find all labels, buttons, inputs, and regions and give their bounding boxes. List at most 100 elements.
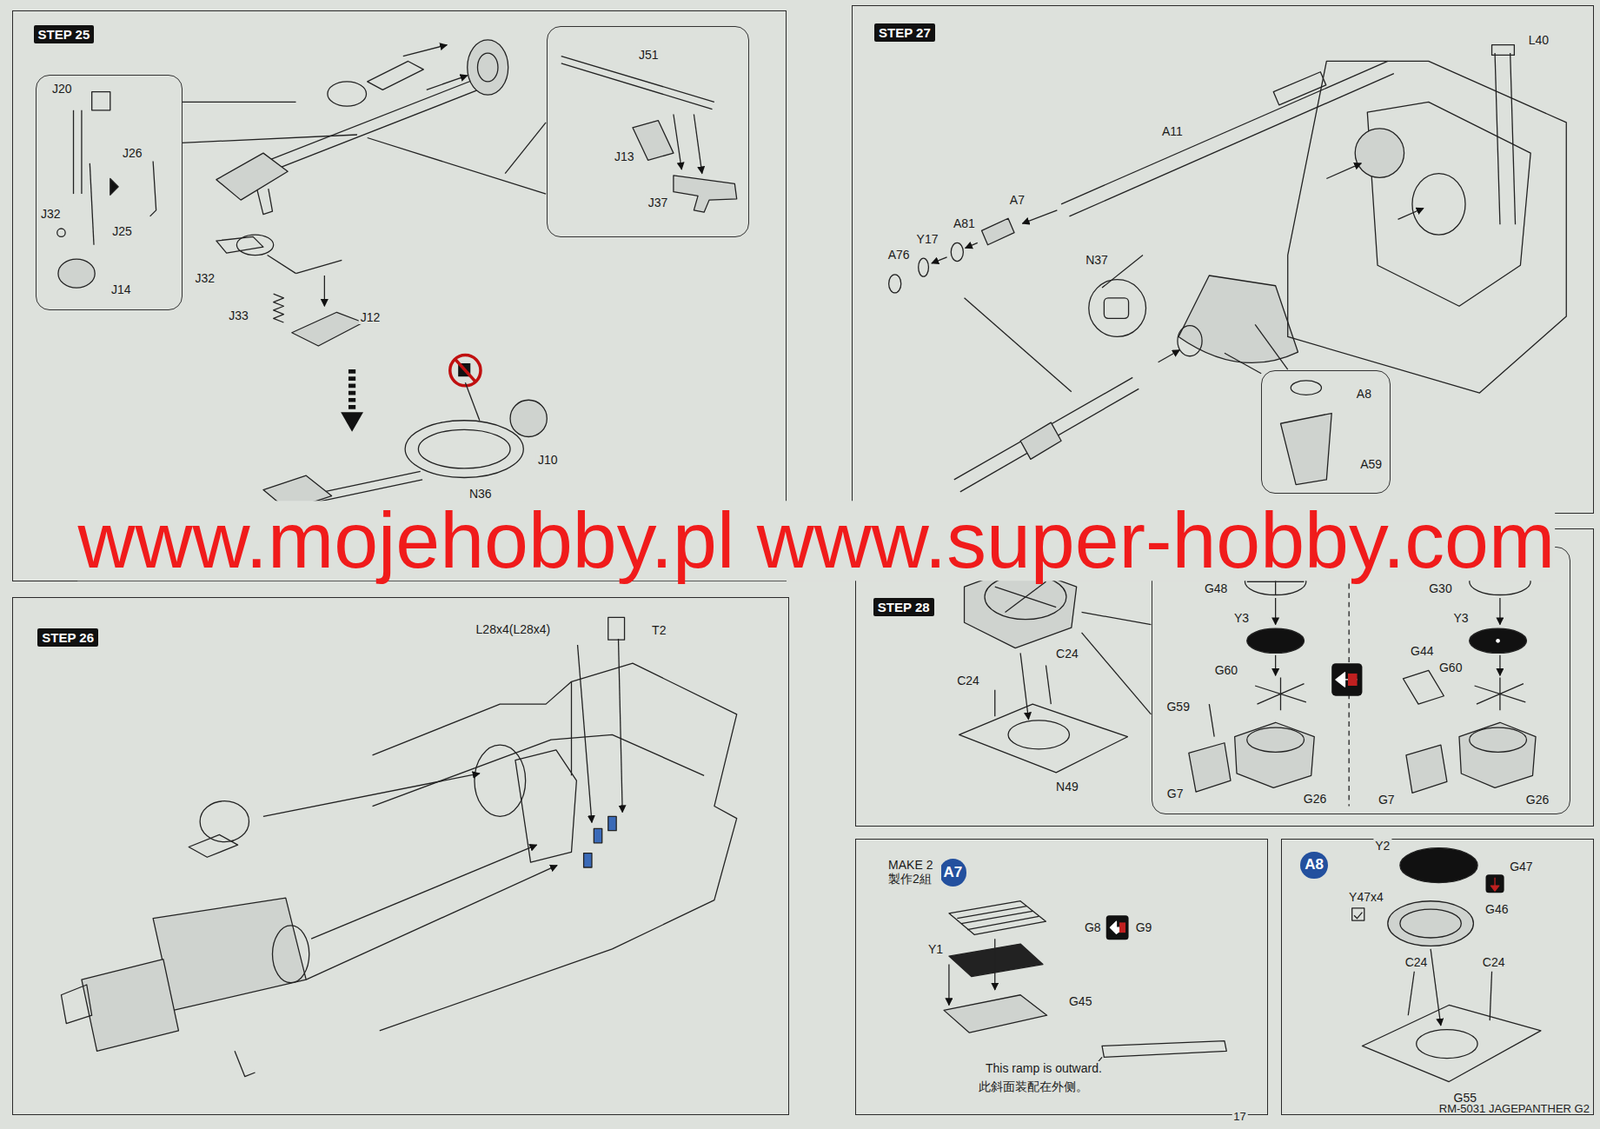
part-number: Y3 bbox=[1232, 610, 1251, 625]
fan-housing-drawing bbox=[1474, 677, 1527, 711]
assembly-arrow bbox=[340, 411, 364, 432]
sight-parts-drawing bbox=[80, 110, 82, 194]
machine-gun-drawing bbox=[181, 101, 297, 103]
part-number: A7 bbox=[1008, 192, 1027, 207]
periscope-parts-drawing bbox=[1290, 380, 1322, 395]
part-number: G45 bbox=[1067, 994, 1094, 1009]
part-number: A8 bbox=[1354, 386, 1374, 401]
machine-gun-drawing bbox=[216, 152, 288, 200]
subassembly-id: A8 bbox=[1304, 856, 1324, 875]
barrel-parts-drawing bbox=[673, 175, 737, 213]
main-gun-drawing bbox=[918, 258, 930, 277]
hatch-drawing bbox=[1387, 901, 1474, 947]
hull-drawing bbox=[81, 959, 180, 1052]
part-number: A11 bbox=[1160, 124, 1185, 139]
subassembly-id: A7 bbox=[943, 863, 963, 882]
part-number: J25 bbox=[110, 224, 134, 239]
hatch-drawing bbox=[1400, 909, 1461, 938]
hatch-drawing bbox=[1400, 848, 1478, 883]
hull-drawing bbox=[608, 617, 625, 640]
part-number: Y47x4 bbox=[1347, 889, 1386, 904]
machine-gun-drawing bbox=[324, 275, 326, 306]
fan-housing-drawing bbox=[1469, 727, 1527, 752]
part-number: J12 bbox=[358, 310, 383, 325]
part-number: Y17 bbox=[915, 232, 941, 246]
mount-subassembly-drawing bbox=[510, 399, 547, 437]
grille-drawing bbox=[994, 938, 996, 990]
assembly-note: This ramp is outward. bbox=[983, 1061, 1104, 1076]
machine-gun-drawing bbox=[181, 134, 358, 143]
watermark: www.mojehobby.pl www.super-hobby.com bbox=[77, 501, 1555, 581]
fan-housing-drawing bbox=[1274, 655, 1276, 676]
machine-gun-drawing bbox=[403, 45, 447, 57]
fan-housing-drawing bbox=[1208, 703, 1215, 737]
fan-housing-drawing bbox=[984, 574, 1067, 620]
barrel-parts-drawing bbox=[561, 56, 715, 103]
hull-drawing bbox=[305, 865, 558, 981]
hull-drawing bbox=[263, 773, 480, 817]
main-gun-drawing bbox=[1158, 350, 1181, 363]
fan-housing-drawing bbox=[1469, 628, 1527, 653]
subassembly-badge: A8 bbox=[1300, 851, 1328, 880]
art-group bbox=[57, 39, 1567, 1083]
part-number: Y2 bbox=[1373, 838, 1392, 853]
hatch-drawing bbox=[1352, 908, 1365, 921]
barrel-parts-drawing bbox=[693, 114, 702, 174]
machine-gun-drawing bbox=[426, 75, 468, 90]
main-gun-drawing bbox=[931, 257, 948, 264]
no-glue-symbol bbox=[455, 358, 476, 382]
part-number: C24 bbox=[1054, 646, 1081, 661]
grille-drawing bbox=[949, 901, 1047, 936]
fan-housing-drawing bbox=[1247, 628, 1305, 653]
main-gun-drawing bbox=[1178, 275, 1298, 363]
barrel-parts-drawing bbox=[632, 120, 674, 161]
fan-housing-drawing bbox=[1402, 670, 1444, 704]
fan-housing-drawing bbox=[1234, 722, 1315, 788]
grille-drawing bbox=[949, 943, 1043, 977]
part-number: N36 bbox=[467, 486, 494, 501]
machine-gun-drawing bbox=[236, 234, 273, 255]
part-number: G26 bbox=[1301, 791, 1328, 806]
part-number: G47 bbox=[1507, 859, 1534, 874]
main-gun-drawing bbox=[1287, 60, 1567, 393]
part-number: J20 bbox=[50, 81, 74, 96]
hatch-drawing bbox=[1407, 971, 1415, 1016]
part-number: T2 bbox=[650, 623, 668, 638]
main-gun-drawing bbox=[1020, 422, 1062, 459]
hull-drawing bbox=[593, 828, 602, 843]
step-panel: J20J26J32J25J14J51J13J37STEP 25J32J33J12… bbox=[12, 10, 787, 583]
hull-drawing bbox=[199, 801, 249, 843]
hull-drawing bbox=[618, 638, 624, 813]
sight-parts-drawing bbox=[58, 258, 95, 288]
part-number: J51 bbox=[637, 47, 661, 62]
mount-subassembly-drawing bbox=[404, 420, 524, 479]
machine-gun-drawing bbox=[295, 259, 342, 273]
sub-panel: A7MAKE 2 製作2組G8G9Y1G45This ramp is outwa… bbox=[855, 838, 1269, 1116]
sight-parts-drawing bbox=[92, 92, 111, 111]
hull-drawing bbox=[234, 1050, 255, 1076]
barrel-parts-drawing bbox=[561, 56, 737, 213]
hull-drawing bbox=[60, 617, 737, 1076]
hull-drawing bbox=[584, 853, 592, 868]
fan-housing-drawing bbox=[1254, 677, 1307, 711]
alternative-icon bbox=[1335, 672, 1358, 687]
part-number: L40 bbox=[1526, 33, 1551, 47]
make-count: MAKE 2 製作2組 bbox=[886, 857, 942, 886]
step-heading: STEP 25 bbox=[33, 25, 95, 44]
part-number: G46 bbox=[1483, 902, 1510, 917]
fan-housing-drawing bbox=[1499, 597, 1501, 625]
hull-drawing bbox=[515, 750, 577, 863]
fan-housing-drawing bbox=[959, 703, 1129, 773]
fan-housing-drawing bbox=[1495, 638, 1501, 644]
part-number: G7 bbox=[1165, 786, 1186, 801]
fan-housing-drawing bbox=[1008, 720, 1069, 750]
assembly-note: 此斜面装配在外侧。 bbox=[976, 1079, 1090, 1094]
part-number: G44 bbox=[1408, 643, 1435, 658]
sight-parts-drawing bbox=[57, 92, 157, 288]
machine-gun-drawing bbox=[367, 60, 425, 90]
part-number: J14 bbox=[109, 282, 133, 297]
sight-parts-drawing bbox=[110, 178, 119, 195]
fan-housing-drawing bbox=[1045, 665, 1051, 705]
grille-drawing bbox=[948, 964, 950, 1006]
